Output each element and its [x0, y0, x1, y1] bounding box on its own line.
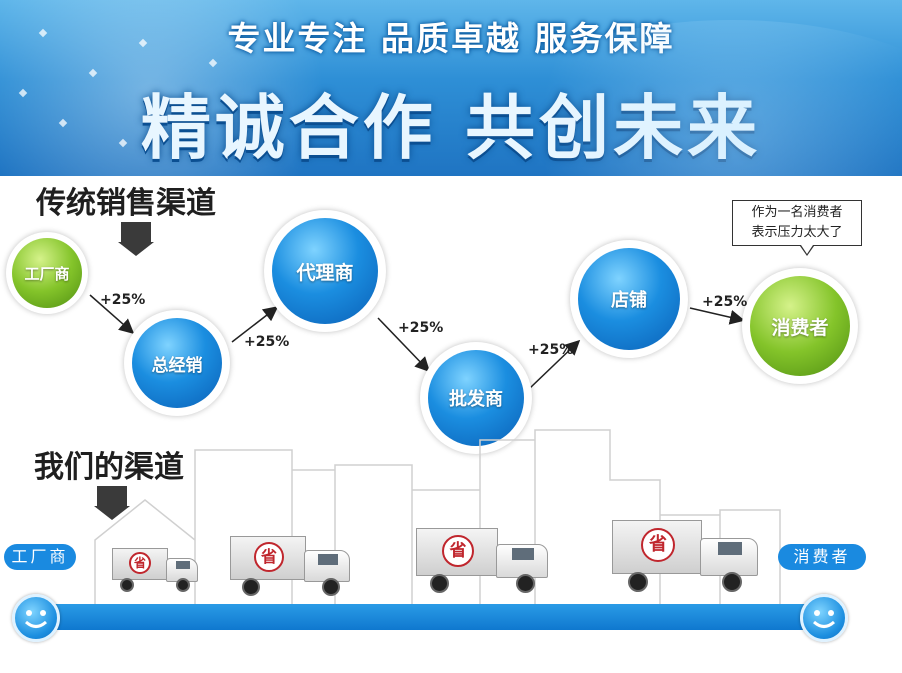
- markup-label-1: +25%: [100, 292, 146, 308]
- node-factory-bubble: 工厂商: [6, 232, 88, 314]
- city-skyline-outline: [94, 429, 781, 604]
- save-seal-icon: 省: [442, 535, 474, 567]
- node-wholesaler-bubble: 批发商: [420, 342, 532, 454]
- markup-label-3: +25%: [398, 320, 444, 336]
- markup-label-2: +25%: [244, 334, 290, 350]
- traditional-channel-title: 传统销售渠道: [36, 186, 216, 221]
- delivery-truck-1: 省: [112, 548, 200, 594]
- markup-label-5: +25%: [702, 294, 748, 310]
- speech-line-1: 作为一名消费者: [751, 205, 843, 220]
- consumer-speech-bubble: 作为一名消费者 表示压力太大了: [732, 200, 862, 246]
- delivery-truck-4: 省: [612, 520, 762, 592]
- markup-label-4: +25%: [528, 342, 574, 358]
- delivery-truck-2: 省: [230, 536, 354, 598]
- speech-line-2: 表示压力太大了: [751, 225, 843, 240]
- delivery-truck-3: 省: [416, 528, 552, 594]
- node-store: 店铺: [578, 248, 680, 350]
- node-store-bubble: 店铺: [570, 240, 688, 358]
- save-seal-icon: 省: [254, 542, 284, 572]
- factory-smiley-icon: [12, 594, 60, 642]
- flow-arrows: [89, 294, 745, 389]
- our-channel-title: 我们的渠道: [34, 450, 184, 485]
- banner-slogan: 精诚合作 共创未来: [140, 87, 762, 169]
- delivery-road: [40, 604, 822, 630]
- node-general-distributor: 总经销: [132, 318, 222, 408]
- node-consumer: 消费者: [750, 276, 850, 376]
- down-arrow-icon: [118, 222, 154, 256]
- save-seal-icon: 省: [641, 528, 675, 562]
- node-agent-bubble: 代理商: [264, 210, 386, 332]
- consumer-tag: 消费者: [778, 544, 866, 570]
- node-consumer-bubble: 消费者: [742, 268, 858, 384]
- header-banner: 专业专注 品质卓越 服务保障 精诚合作 共创未来: [0, 0, 902, 176]
- save-seal-icon: 省: [129, 552, 151, 574]
- down-arrow-icon: [94, 486, 130, 520]
- node-distributor-bubble: 总经销: [124, 310, 230, 416]
- banner-tagline: 专业专注 品质卓越 服务保障: [227, 19, 675, 58]
- node-agent: 代理商: [272, 218, 378, 324]
- factory-tag: 工厂商: [4, 544, 76, 570]
- node-wholesaler: 批发商: [428, 350, 524, 446]
- node-factory: 工厂商: [12, 238, 82, 308]
- consumer-smiley-icon: [800, 594, 848, 642]
